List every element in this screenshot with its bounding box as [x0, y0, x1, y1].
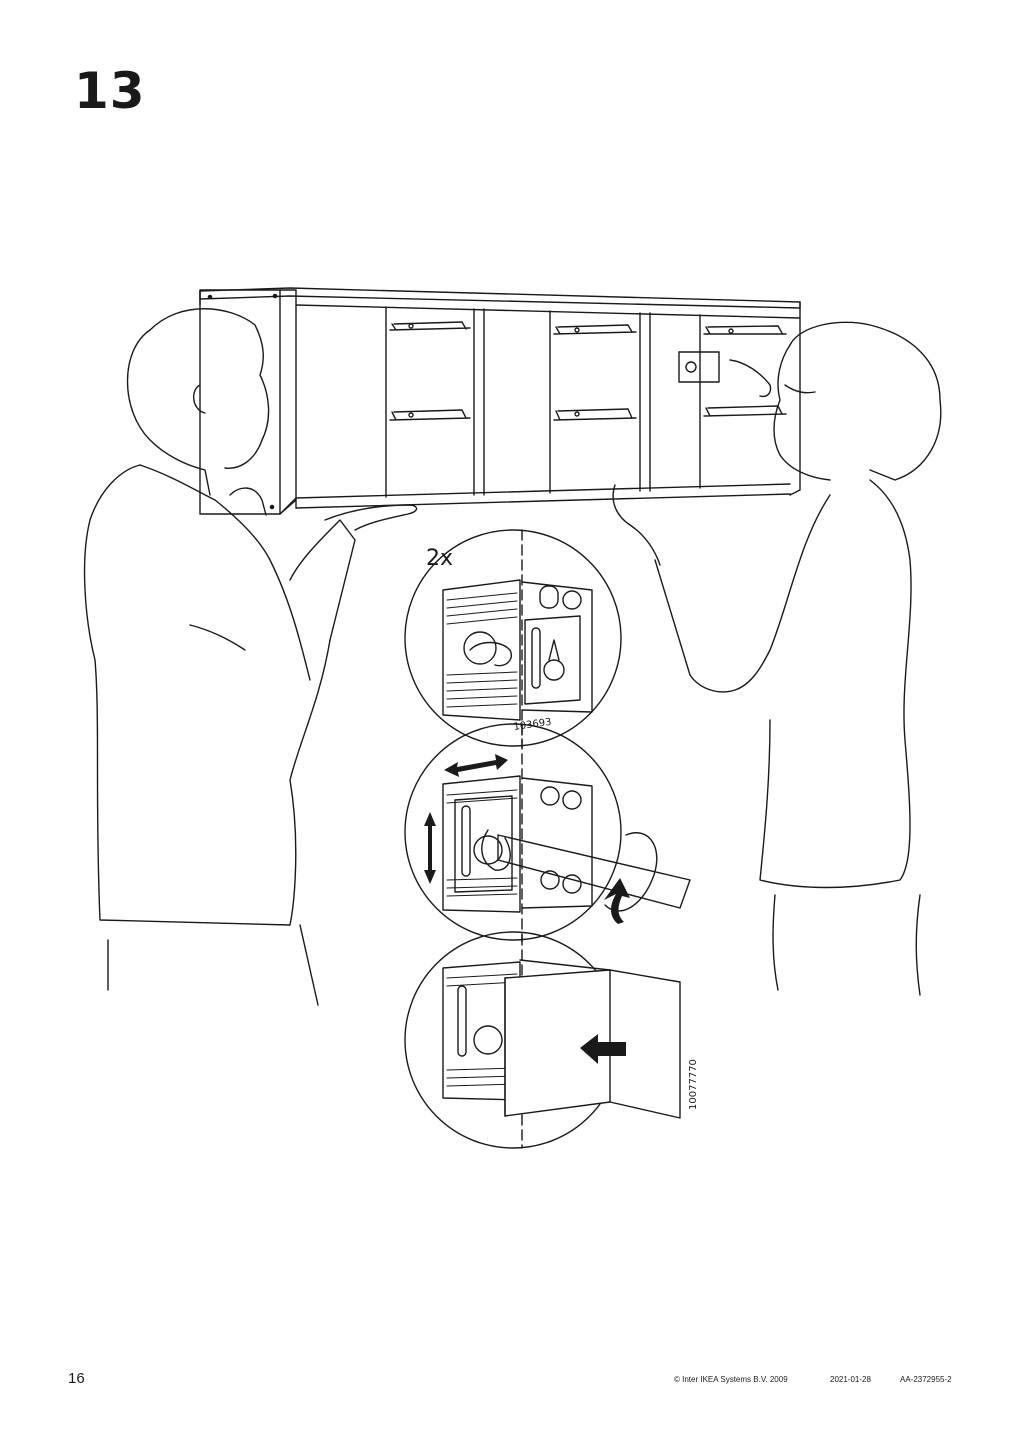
bracket-detail-3	[404, 931, 681, 1149]
page-number: 16	[68, 1370, 85, 1387]
person-right	[612, 321, 942, 996]
part-number-label: 103693	[513, 717, 552, 733]
quantity-label: 2x	[426, 546, 453, 571]
footer-document-code: AA-2372955-2	[900, 1375, 952, 1384]
drawing-code-label: 10077770	[688, 1059, 699, 1110]
footer-copyright: © Inter IKEA Systems B.V. 2009	[674, 1375, 788, 1384]
footer-date: 2021-01-28	[830, 1375, 871, 1384]
bracket-detail-2	[404, 723, 691, 943]
step-number: 13	[74, 62, 146, 120]
bracket-detail-1	[404, 529, 622, 749]
wall-cabinet	[199, 287, 801, 515]
rotate-arrow-icon	[604, 878, 630, 924]
adjust-arrows-icon	[424, 754, 508, 884]
person-left	[83, 308, 418, 1006]
push-arrow-icon	[580, 1034, 626, 1064]
